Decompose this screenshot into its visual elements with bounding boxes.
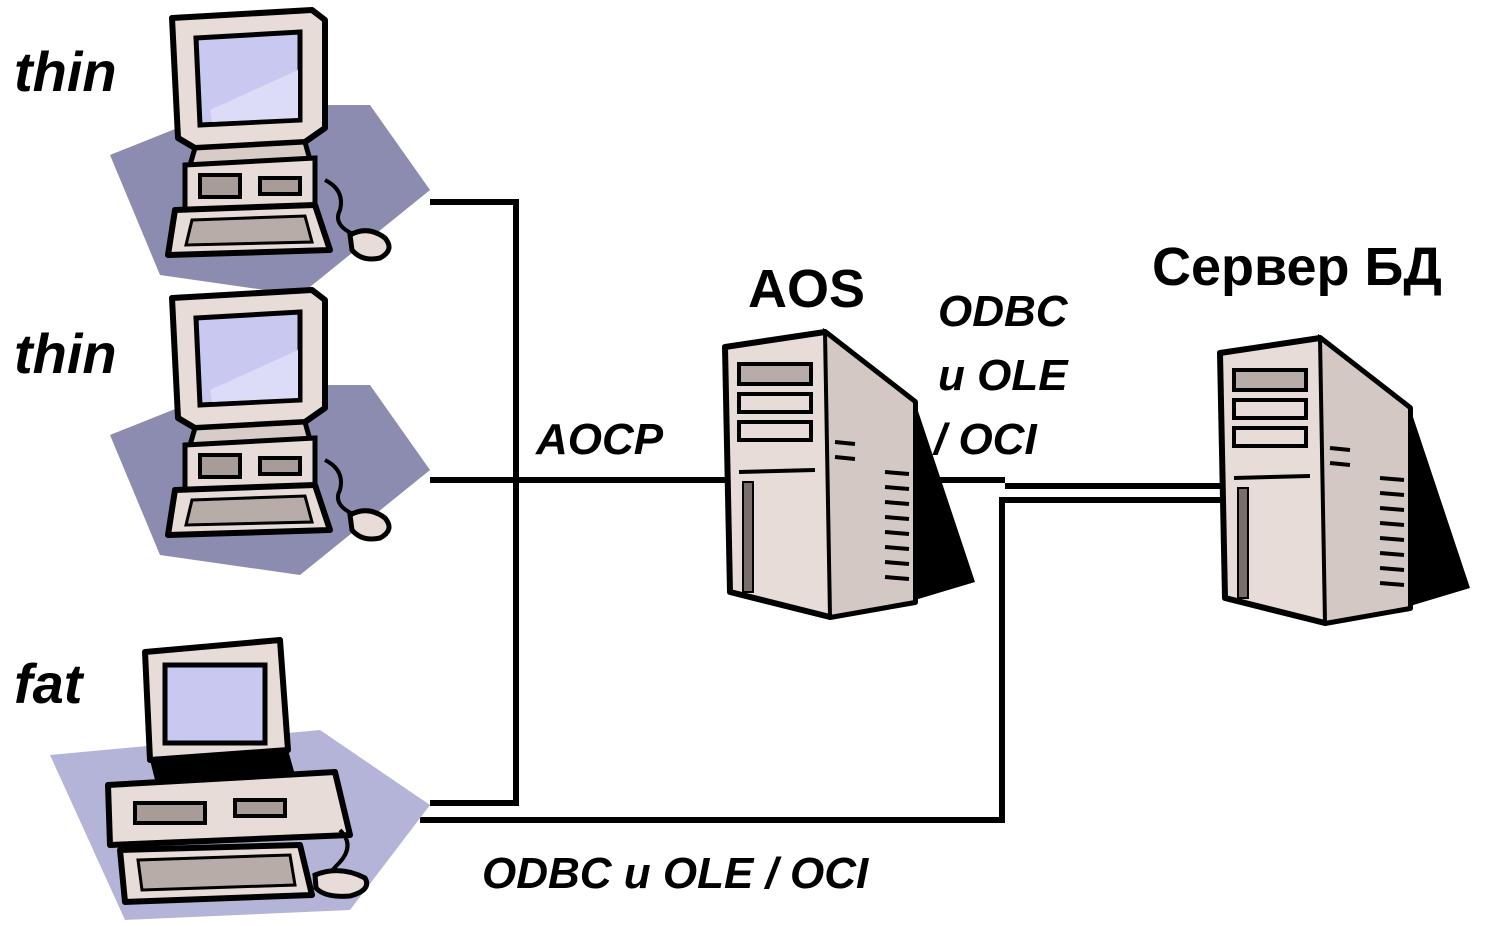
aos-to-db-protocol-line-1: ODBC	[938, 287, 1068, 336]
thin-client-1-icon	[110, 10, 430, 295]
fat-client-icon	[50, 637, 430, 920]
thin-client-2-icon	[110, 290, 430, 575]
thin-client-1-link	[430, 199, 519, 806]
aocp-label: AOCP	[536, 415, 664, 464]
aos-to-db-protocol-line-2: и OLE	[938, 351, 1068, 400]
fat-to-db-link	[420, 497, 1225, 823]
fat-to-db-protocol-label: ODBC и OLE / OCI	[482, 849, 869, 898]
aos-label: AOS	[748, 259, 866, 319]
aos-to-db-protocol-line-3: / OCI	[934, 415, 1037, 464]
client-label-thin-1: thin	[14, 40, 117, 103]
client-label-fat: fat	[14, 652, 83, 715]
client-label-thin-2: thin	[14, 322, 117, 385]
db-server-label: Сервер БД	[1152, 237, 1442, 297]
db-server-icon	[1220, 338, 1470, 623]
